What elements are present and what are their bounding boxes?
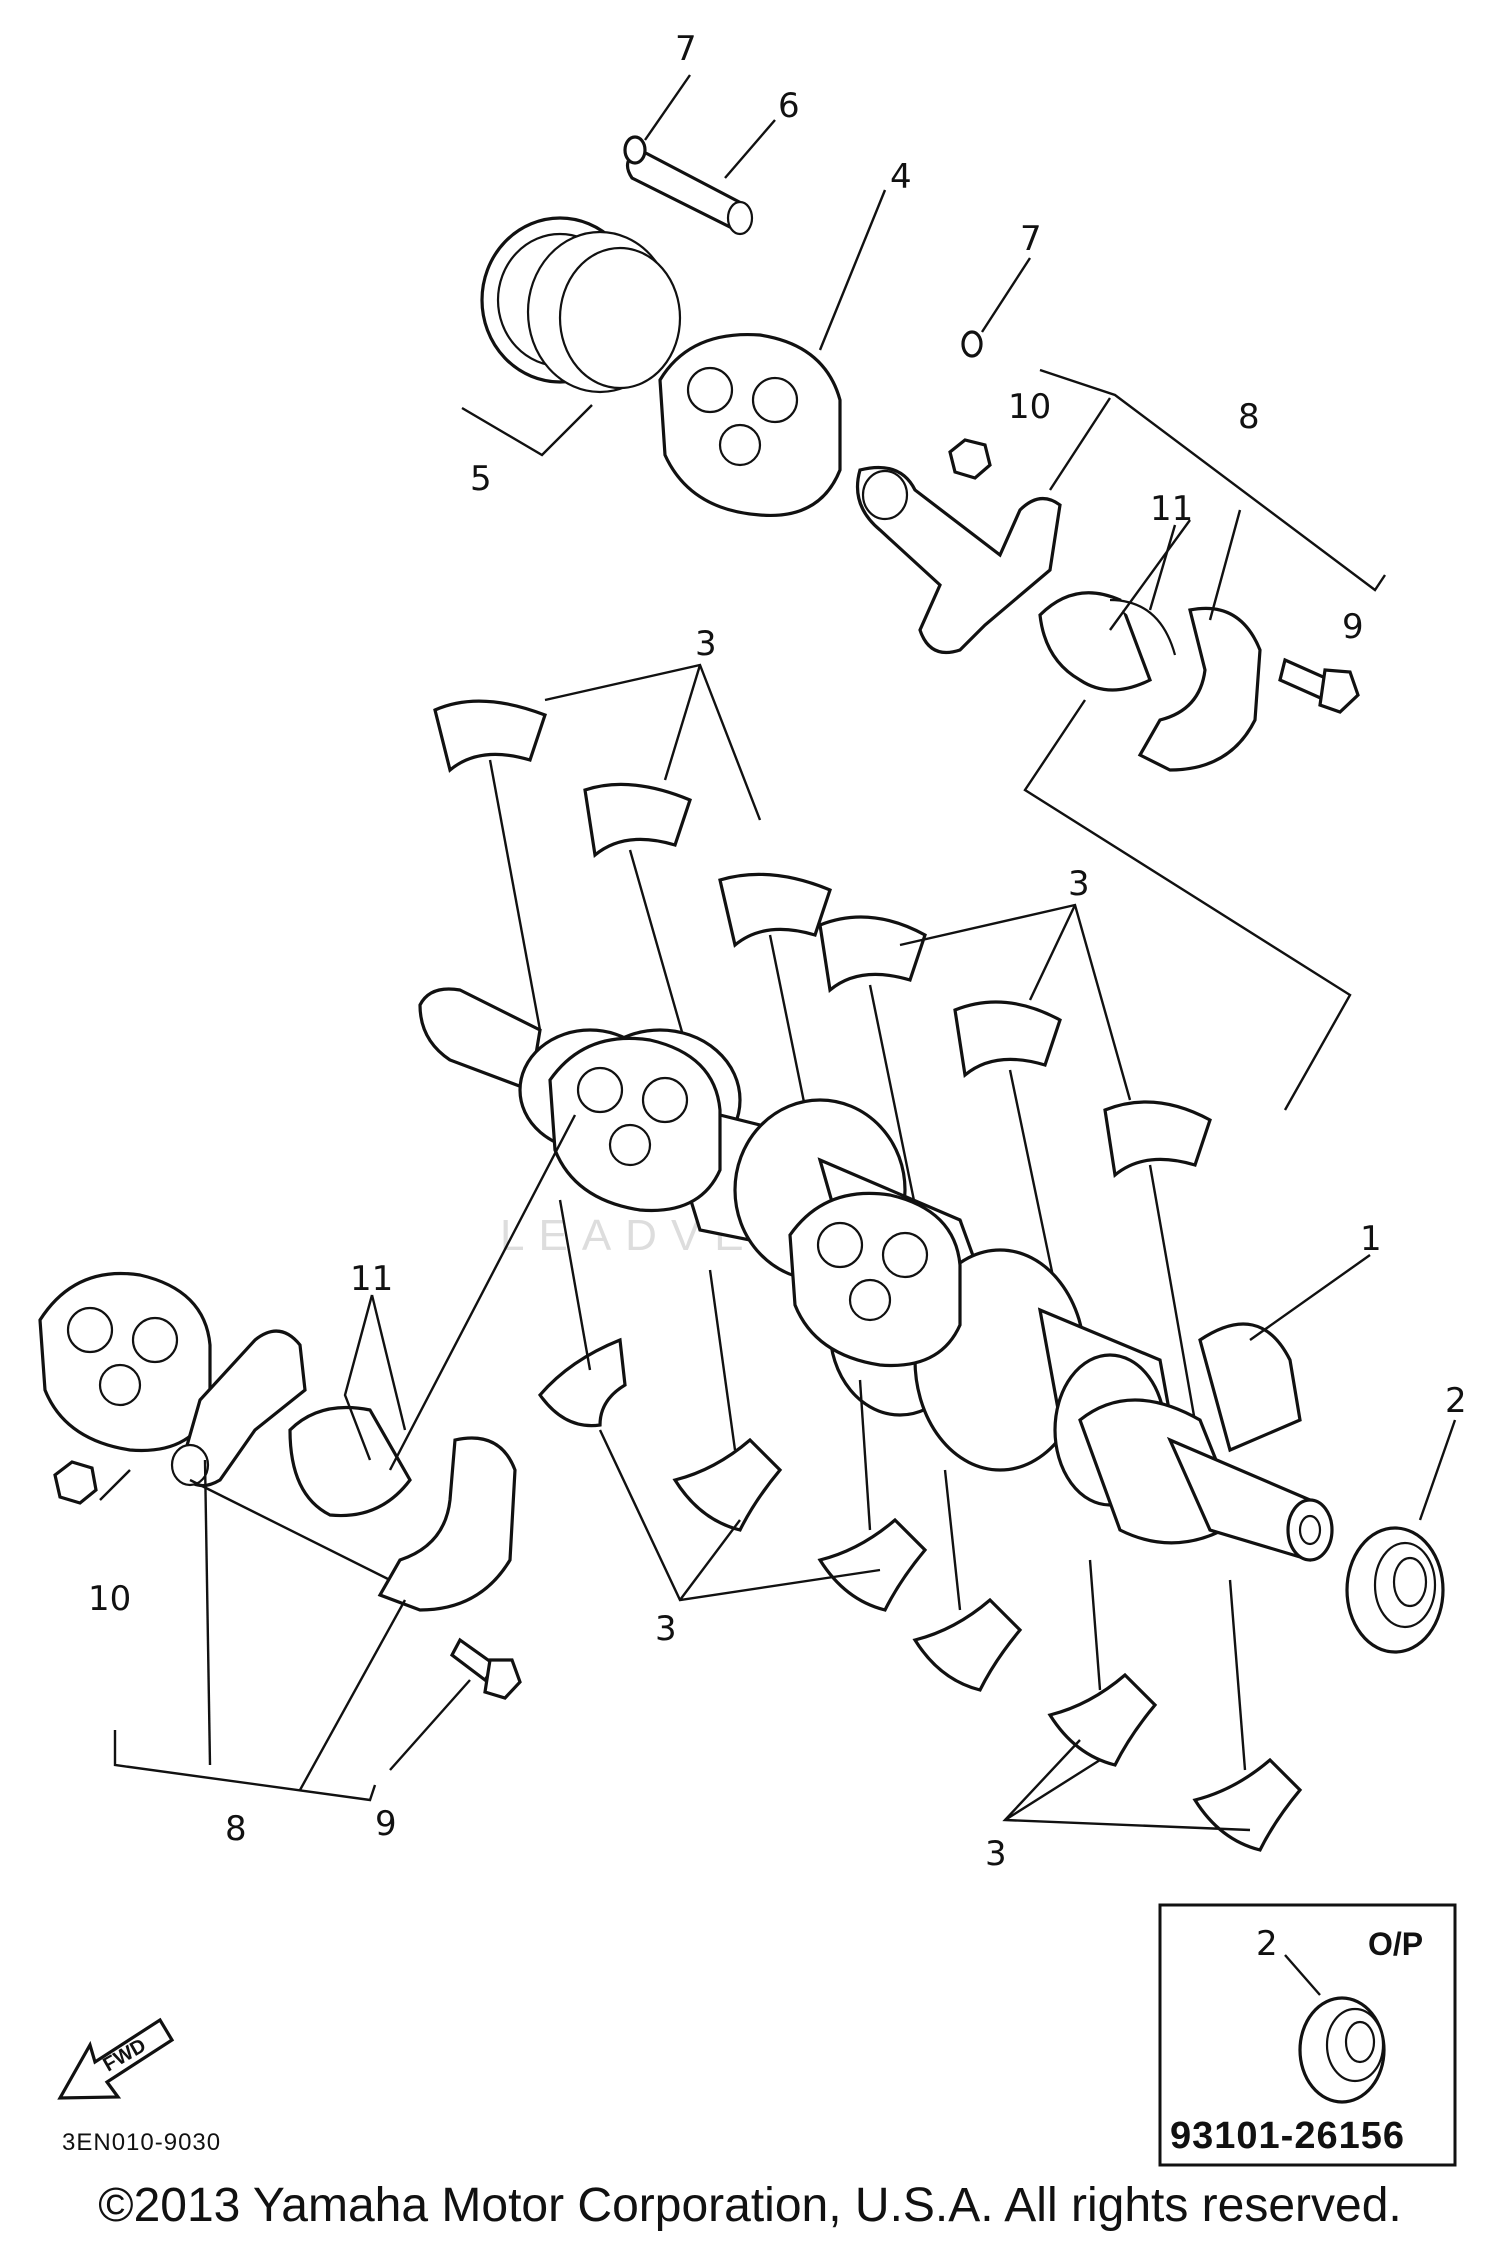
callout-3: 3 (695, 624, 717, 664)
diagram-code: 3EN010-9030 (62, 2129, 221, 2156)
piston-pin (625, 148, 754, 236)
callout-3: 3 (1068, 864, 1090, 904)
connecting-rod-bolt (449, 1637, 522, 1700)
option-label: O/P (1368, 1926, 1423, 1962)
oil-seal (1298, 1996, 1386, 2104)
connecting-rod (855, 465, 1062, 655)
callout-8: 8 (225, 1809, 247, 1849)
callout-5: 5 (470, 459, 492, 499)
callout-9: 9 (375, 1804, 397, 1844)
callout-6: 6 (778, 86, 800, 126)
copyright-notice: ©2013 Yamaha Motor Corporation, U.S.A. A… (98, 2179, 1402, 2232)
piston (788, 1191, 962, 1368)
callout-4: 4 (890, 157, 912, 197)
connecting-rod-cap (377, 1436, 517, 1612)
piston (38, 1271, 212, 1453)
connecting-rod-cap (1137, 606, 1262, 772)
crankshaft-bearing (537, 1337, 1303, 1852)
option-part-number: 93101-26156 (1170, 2115, 1405, 2157)
big-end-bearing (1038, 591, 1177, 692)
connecting-rod (170, 1329, 307, 1488)
connecting-rod-nut (948, 438, 992, 480)
callout-10: 10 (88, 1579, 131, 1619)
connecting-rod-bolt (1278, 657, 1360, 714)
piston (658, 332, 842, 518)
callout-7: 7 (675, 29, 697, 69)
callout-2: 2 (1445, 1381, 1467, 1421)
oil-seal (1345, 1526, 1445, 1654)
callout-1: 1 (1360, 1219, 1382, 1259)
crankshaft-bearing (433, 699, 1212, 1179)
option-part-box: 2 O/P 93101-26156 (1158, 1903, 1457, 2167)
option-callout: 2 (1256, 1924, 1278, 1964)
big-end-bearing (288, 1406, 412, 1518)
callout-10: 10 (1008, 387, 1051, 427)
callout-8: 8 (1238, 397, 1260, 437)
callout-11: 11 (350, 1259, 393, 1299)
callout-3: 3 (655, 1609, 677, 1649)
piston-pin-clip (623, 135, 983, 358)
callout-3: 3 (985, 1834, 1007, 1874)
forward-arrow-icon: FWD (57, 2017, 175, 2100)
piston (548, 1036, 722, 1213)
connecting-rod-nut (53, 1460, 98, 1505)
callout-11: 11 (1150, 489, 1193, 529)
callout-7: 7 (1020, 219, 1042, 259)
callout-9: 9 (1342, 607, 1364, 647)
piston-ring-set (480, 216, 682, 394)
